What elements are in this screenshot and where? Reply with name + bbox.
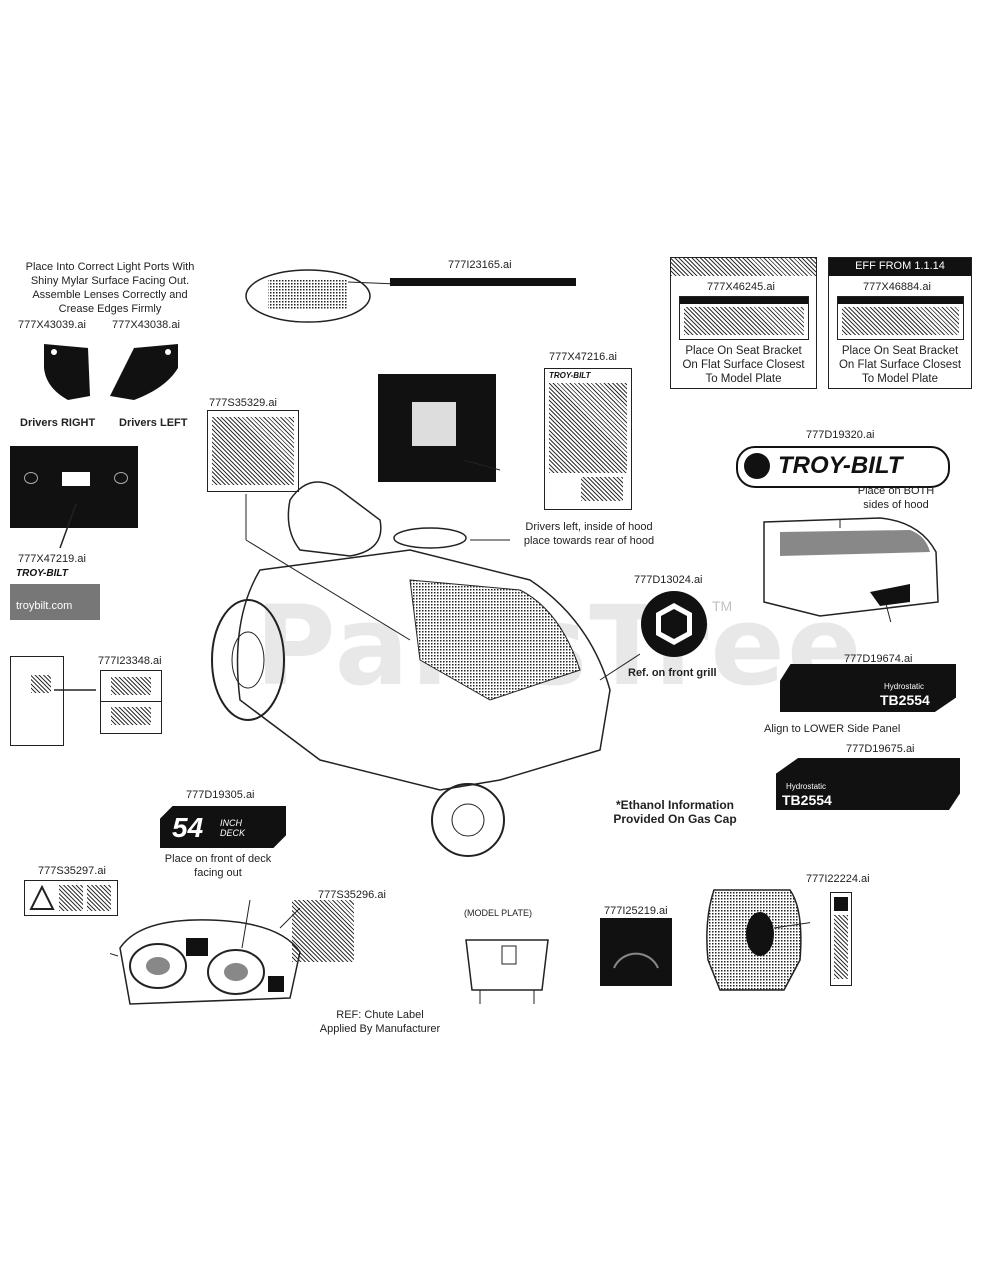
label-777d19320[interactable]: 777D19320.ai: [806, 429, 875, 441]
label-777d13024[interactable]: 777D13024.ai: [634, 574, 703, 586]
label-777i23165[interactable]: 777I23165.ai: [448, 259, 512, 271]
side-panel-decal-left: Hydrostatic TB2554: [776, 758, 960, 810]
fender-decal-location: [10, 656, 64, 746]
label-777d19674[interactable]: 777D19674.ai: [844, 653, 913, 665]
eff-from-header: EFF FROM 1.1.14: [855, 260, 945, 272]
seat-bracket-box-1: 777X46245.ai Place On Seat Bracket On Fl…: [670, 257, 817, 389]
light-lens-decals: [44, 344, 178, 400]
throttle-strip-decal: [830, 892, 852, 986]
deck-size-decal: 54 INCH DECK: [160, 806, 286, 848]
lower-panel-note: Align to LOWER Side Panel: [764, 723, 901, 735]
drivers-right-label: Drivers RIGHT: [20, 417, 96, 429]
seat-bracket-drawing: [465, 939, 549, 1004]
website-text: troybilt.com: [16, 600, 73, 612]
deck-front-note: Place on front of deck facing out: [164, 853, 272, 879]
label-777d19305[interactable]: 777D19305.ai: [186, 789, 255, 801]
chute-label-marker: [268, 976, 284, 992]
mower-deck-drawing: [110, 908, 301, 1005]
deck-size-word: INCH DECK: [220, 818, 246, 838]
label-777x47216[interactable]: 777X47216.ai: [549, 351, 617, 363]
hood-side-drawing: [763, 517, 939, 622]
tractor-drawing: [211, 460, 640, 857]
label-777d19675[interactable]: 777D19675.ai: [846, 743, 915, 755]
seat-bracket-box-2: EFF FROM 1.1.14 777X46884.ai Place On Se…: [828, 257, 972, 389]
light-ports-note: Place Into Correct Light Ports With Shin…: [25, 261, 195, 315]
fuel-gauge-decal: [600, 918, 672, 986]
operation-info-decal: TROY-BILT: [544, 368, 632, 510]
safety-warning-decal: [207, 410, 299, 492]
dash-panel-decal: [10, 446, 138, 528]
deck-warning-decal: [24, 880, 118, 916]
deck-belt-decal: [292, 900, 354, 962]
both-sides-note: Place on BOTH sides of hood: [857, 485, 935, 511]
label-777x43038[interactable]: 777X43038.ai: [112, 319, 180, 331]
pedal-operation-decal: [100, 670, 162, 734]
label-777x47219[interactable]: 777X47219.ai: [18, 553, 86, 565]
drivers-left-label: Drivers LEFT: [119, 417, 188, 429]
trademark-symbol: TM: [712, 598, 733, 614]
front-grill-note: Ref. on front grill: [628, 667, 717, 679]
label-777x46884[interactable]: 777X46884.ai: [863, 281, 931, 293]
label-777x43039[interactable]: 777X43039.ai: [18, 319, 86, 331]
ethanol-note: *Ethanol Information Provided On Gas Cap: [613, 798, 737, 826]
troybilt-hood-logo: TROY-BILT: [736, 446, 950, 488]
engine-drawing: [706, 889, 810, 991]
label-777s35297[interactable]: 777S35297.ai: [38, 865, 106, 877]
label-777s35296[interactable]: 777S35296.ai: [318, 889, 386, 901]
chute-note: REF: Chute Label Applied By Manufacturer: [319, 1009, 441, 1035]
label-777i25219[interactable]: 777I25219.ai: [604, 905, 668, 917]
side-panel-decal-right: Hydrostatic TB2554: [780, 664, 956, 712]
seat-strip-decal: [245, 269, 576, 323]
label-777s35329[interactable]: 777S35329.ai: [209, 397, 277, 409]
label-777x46245[interactable]: 777X46245.ai: [707, 281, 775, 293]
hood-inside-note: Drivers left, inside of hood place towar…: [523, 521, 655, 547]
troybilt-web-decal: TROY-BILT troybilt.com: [10, 568, 100, 620]
model-plate-label: (MODEL PLATE): [464, 908, 533, 918]
label-777i22224[interactable]: 777I22224.ai: [806, 873, 870, 885]
deck-size-number: 54: [172, 812, 204, 843]
front-grill-emblem: [641, 591, 707, 657]
label-777i23348[interactable]: 777I23348.ai: [98, 655, 162, 667]
